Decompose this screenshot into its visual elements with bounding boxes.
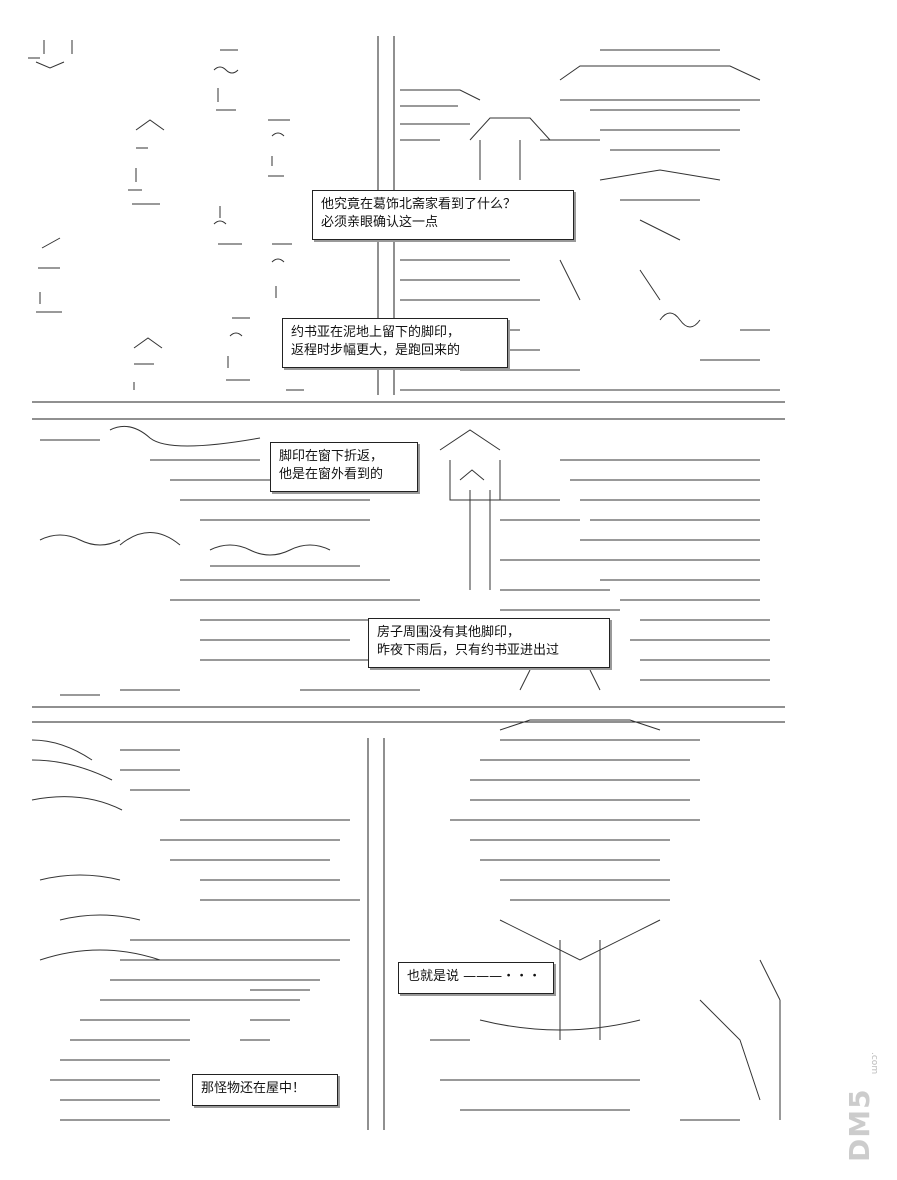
caption-text: 那怪物还在屋中！: [201, 1081, 306, 1096]
caption-box-4: 房子周围没有其他脚印， 昨夜下雨后，只有约书亚进出过: [368, 618, 610, 668]
caption-text: 他究竟在葛饰北斋家看到了什么？: [321, 197, 517, 212]
caption-box-3: 脚印在窗下折返， 他是在窗外看到的: [270, 442, 418, 492]
caption-text: 脚印在窗下折返，: [279, 449, 384, 464]
caption-text: 必须亲眼确认这一点: [321, 215, 439, 230]
watermark-domain: .com: [869, 1052, 879, 1075]
caption-text: 房子周围没有其他脚印，: [377, 625, 521, 640]
watermark-logo: DM5 .com: [843, 1052, 883, 1162]
character-figure: [430, 719, 781, 1121]
caption-text: 昨夜下雨后，只有约书亚进出过: [377, 643, 560, 658]
speed-lines: [31, 739, 360, 1121]
caption-box-1: 他究竟在葛饰北斋家看到了什么？ 必须亲眼确认这一点: [312, 190, 574, 240]
caption-box-2: 约书亚在泥地上留下的脚印， 返程时步幅更大，是跑回来的: [282, 318, 508, 368]
caption-text: 返程时步幅更大，是跑回来的: [291, 343, 461, 358]
caption-text: 也就是说 ———・・・: [407, 969, 542, 984]
footprints: [28, 40, 304, 391]
caption-box-5: 也就是说 ———・・・: [398, 962, 554, 994]
caption-text: 约书亚在泥地上留下的脚印，: [291, 325, 461, 340]
caption-box-6: 那怪物还在屋中！: [192, 1074, 338, 1106]
caption-text: 他是在窗外看到的: [279, 467, 384, 482]
